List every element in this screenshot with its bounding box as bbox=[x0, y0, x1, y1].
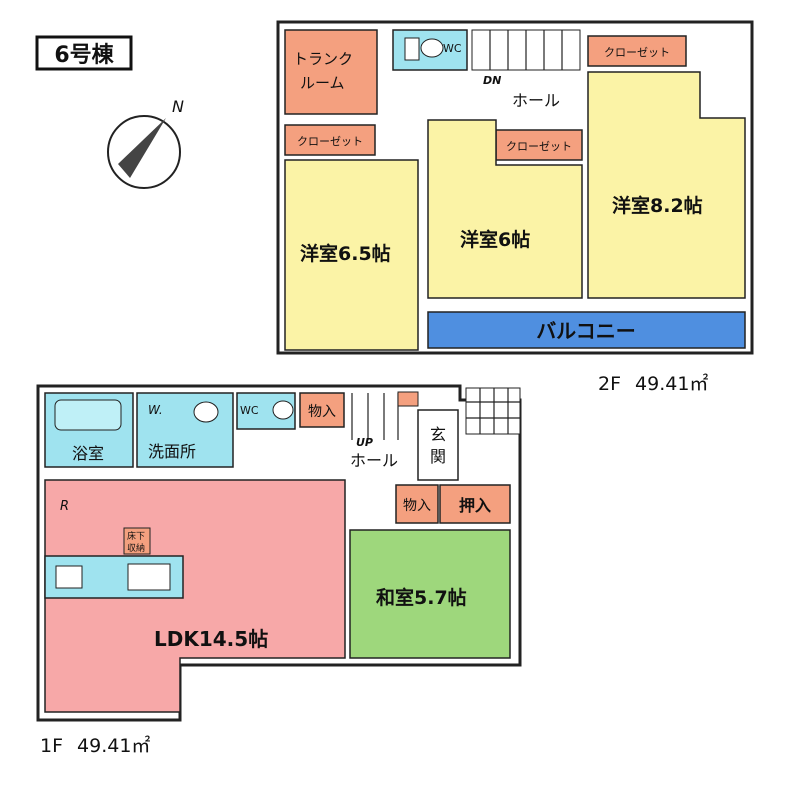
entrance-label: 玄関 bbox=[430, 425, 446, 466]
dn-label: DN bbox=[483, 74, 501, 87]
bath-label: 浴室 bbox=[72, 444, 104, 463]
hall-2f-label: ホール bbox=[512, 91, 560, 110]
wc-1f-label: WC bbox=[240, 404, 259, 417]
closet-c-label: クローゼット bbox=[604, 46, 670, 59]
oshiire bbox=[439, 484, 511, 524]
entrance bbox=[417, 409, 459, 481]
stairs-2f: DN bbox=[471, 29, 581, 87]
western-82 bbox=[587, 71, 746, 299]
closet-b-label: クローゼット bbox=[506, 140, 572, 153]
western-65-label: 洋室6.5帖 bbox=[300, 242, 391, 265]
balcony-label: バルコニー bbox=[536, 319, 636, 343]
svg-text:6号棟: 6号棟 bbox=[54, 42, 114, 68]
closet-a bbox=[284, 124, 376, 156]
washroom-label: 洗面所 bbox=[148, 442, 196, 461]
trunk-room-label: トランクルーム bbox=[293, 50, 353, 92]
ldk bbox=[44, 479, 346, 713]
floor-2f: トランクルーム WC DN ホール クローゼット 洋室8.2帖 クローゼット bbox=[276, 20, 754, 395]
closet-b bbox=[495, 129, 583, 161]
storage-b-label: 物入 bbox=[403, 498, 431, 514]
western-6-label: 洋室6帖 bbox=[460, 228, 530, 251]
compass-icon: N bbox=[107, 97, 184, 189]
balcony bbox=[427, 311, 746, 349]
washitsu-label: 和室5.7帖 bbox=[376, 586, 467, 609]
oshiire-label: 押入 bbox=[459, 496, 491, 515]
ldk-label: LDK14.5帖 bbox=[154, 627, 268, 651]
hall-1f-label: ホール bbox=[350, 451, 398, 470]
storage-b bbox=[395, 484, 439, 524]
wc-1f bbox=[236, 392, 296, 430]
wc-2f-label: WC bbox=[443, 42, 462, 55]
washitsu bbox=[349, 529, 511, 659]
storage-a bbox=[299, 392, 345, 428]
svg-text:N: N bbox=[172, 97, 184, 116]
trunk-room bbox=[284, 29, 378, 115]
western-65 bbox=[284, 159, 419, 351]
closet-c bbox=[587, 35, 687, 67]
western-6 bbox=[427, 119, 583, 299]
up-label: UP bbox=[356, 436, 373, 449]
building-label: 6号棟 bbox=[35, 35, 133, 71]
closet-a-label: クローゼット bbox=[297, 135, 363, 148]
w-mark: W. bbox=[148, 403, 163, 417]
storage-a-label: 物入 bbox=[308, 404, 336, 420]
stairs-1f: UP bbox=[351, 393, 399, 449]
porch bbox=[465, 387, 521, 435]
western-82-label: 洋室8.2帖 bbox=[612, 194, 703, 217]
washroom bbox=[136, 392, 234, 468]
floor-storage-label: 床下収納 bbox=[127, 530, 145, 554]
r-mark: R bbox=[60, 499, 69, 514]
floor-1f: 浴室 W. 洗面所 WC 物入 UP ホール 玄関 bbox=[36, 384, 522, 757]
